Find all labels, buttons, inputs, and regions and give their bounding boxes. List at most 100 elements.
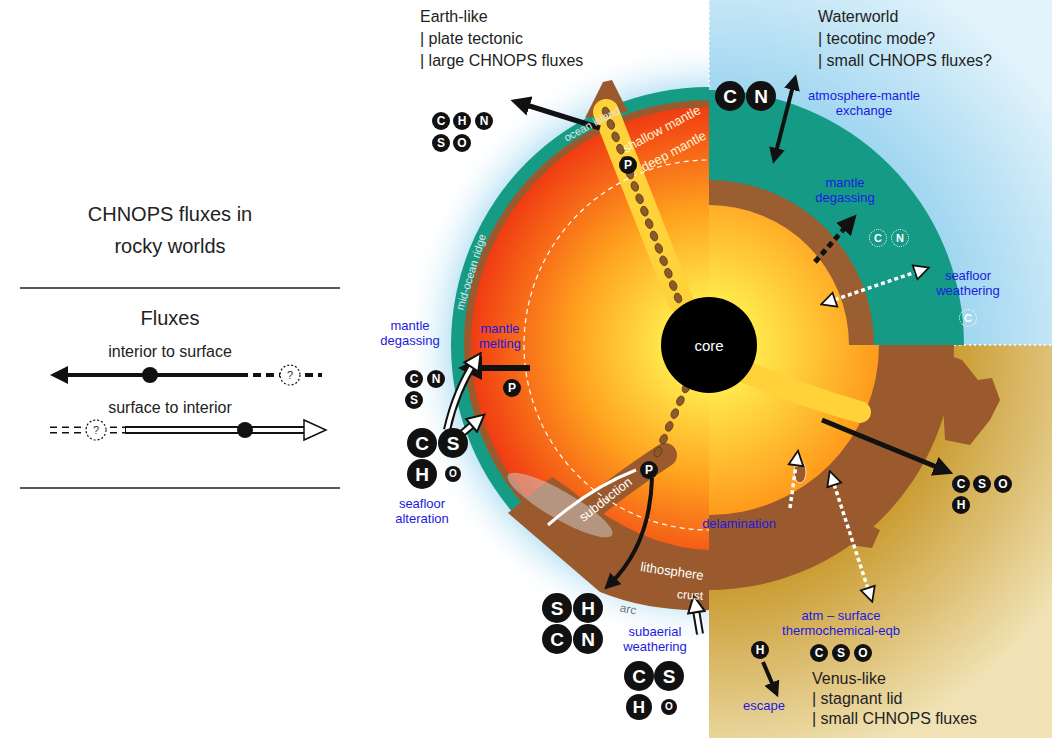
node-text: P xyxy=(624,159,632,171)
node-text: P xyxy=(645,464,653,476)
unknown-mark: ? xyxy=(93,424,99,437)
element-circle: C xyxy=(432,112,450,130)
process-label: atm – surface thermochemical-eqb xyxy=(775,609,907,639)
uncertain-element-circle: C xyxy=(869,229,887,247)
element-circle: O xyxy=(854,644,872,662)
world-note: | small CHNOPS fluxes xyxy=(812,710,977,728)
process-label: mantle degassing xyxy=(378,319,442,349)
unknown-mark: ? xyxy=(287,369,293,382)
world-note: | stagnant lid xyxy=(812,690,902,708)
element-circle: C xyxy=(952,475,970,493)
node-text: O xyxy=(665,702,673,712)
element-circle: N xyxy=(475,112,493,130)
element-circle: S xyxy=(973,475,991,493)
planet-core: core xyxy=(661,297,757,393)
node-text: C xyxy=(410,373,419,385)
node-text: N xyxy=(754,87,768,106)
element-circle: S xyxy=(832,644,850,662)
node-text: C xyxy=(723,87,737,106)
process-label: seafloor weathering xyxy=(932,269,1004,299)
world-note: | plate tectonic xyxy=(420,30,523,48)
element-circle: N xyxy=(746,81,776,111)
element-circle: O xyxy=(994,475,1012,493)
element-circle: N xyxy=(573,624,603,654)
element-circle: S xyxy=(542,593,572,623)
node-text: S xyxy=(837,647,845,659)
element-circle: P xyxy=(640,461,658,479)
node-text: S xyxy=(551,599,564,618)
node-text: N xyxy=(432,373,441,385)
node-text: H xyxy=(581,599,595,618)
node-text: C xyxy=(632,667,646,686)
layer-label: crust xyxy=(677,588,704,604)
node-text: O xyxy=(998,478,1007,490)
element-circle: H xyxy=(626,694,652,720)
node-text: C xyxy=(550,630,564,649)
process-label: atmosphere-mantle exchange xyxy=(802,89,926,119)
element-circle: O xyxy=(445,466,461,482)
world-heading: Waterworld xyxy=(818,8,898,26)
world-heading: Venus-like xyxy=(812,670,886,688)
node-text: S xyxy=(437,137,445,149)
element-circle: C xyxy=(542,624,572,654)
element-circle: H xyxy=(573,593,603,623)
element-circle: S xyxy=(432,134,450,152)
node-text: H xyxy=(415,465,429,484)
node-text: C xyxy=(964,313,972,324)
node-text: H xyxy=(458,115,467,127)
element-circle: H xyxy=(453,112,471,130)
legend-heading: Fluxes xyxy=(141,307,200,330)
element-circle: C xyxy=(405,370,423,388)
node-text: S xyxy=(410,394,418,406)
element-circle: H xyxy=(952,496,970,514)
process-label: mantle degassing xyxy=(813,176,877,206)
node-text: C xyxy=(815,647,824,659)
node-text: P xyxy=(508,382,516,394)
element-circle: P xyxy=(503,379,521,397)
node-text: N xyxy=(896,233,904,244)
node-text: N xyxy=(581,630,595,649)
process-label: escape xyxy=(743,699,785,714)
element-circle: S xyxy=(438,428,468,458)
node-text: O xyxy=(449,469,457,479)
node-text: H xyxy=(633,699,645,716)
element-circle: H xyxy=(407,459,437,489)
node-text: O xyxy=(858,647,867,659)
world-note: | small CHNOPS fluxes? xyxy=(818,52,992,70)
element-circle: N xyxy=(427,370,445,388)
node-text: H xyxy=(756,644,765,656)
node-text: C xyxy=(437,115,446,127)
element-circle: P xyxy=(619,156,637,174)
legend-text: interior to surface xyxy=(108,343,232,361)
element-circle: S xyxy=(405,391,423,409)
process-label: mantle melting xyxy=(472,322,528,352)
process-label: seafloor alteration xyxy=(386,497,458,527)
uncertain-element-circle: C xyxy=(959,309,977,327)
element-circle: O xyxy=(661,699,677,715)
world-note: | large CHNOPS fluxes xyxy=(420,52,583,70)
element-circle: C xyxy=(624,661,654,691)
element-circle: C xyxy=(715,81,745,111)
uncertain-element-circle: N xyxy=(891,229,909,247)
node-text: S xyxy=(447,434,460,453)
feature-label: arc xyxy=(619,602,638,618)
node-text: O xyxy=(457,137,466,149)
legend-text: surface to interior xyxy=(108,399,232,417)
node-text: S xyxy=(663,667,676,686)
node-text: C xyxy=(957,478,966,490)
node-text: N xyxy=(480,115,489,127)
process-label: subaerial weathering xyxy=(617,625,693,655)
process-label: delamination xyxy=(702,517,776,532)
element-circle: C xyxy=(810,644,828,662)
node-text: C xyxy=(415,434,429,453)
element-circle: H xyxy=(751,641,769,659)
element-circle: C xyxy=(407,428,437,458)
world-heading: Earth-like xyxy=(420,8,488,26)
node-text: core xyxy=(694,338,723,353)
node-text: C xyxy=(874,233,882,244)
diagram-title: CHNOPS fluxes in rocky worlds xyxy=(70,198,270,262)
world-note: | tecotinc mode? xyxy=(818,30,935,48)
element-circle: O xyxy=(453,134,471,152)
node-text: S xyxy=(978,478,986,490)
node-text: H xyxy=(957,499,966,511)
